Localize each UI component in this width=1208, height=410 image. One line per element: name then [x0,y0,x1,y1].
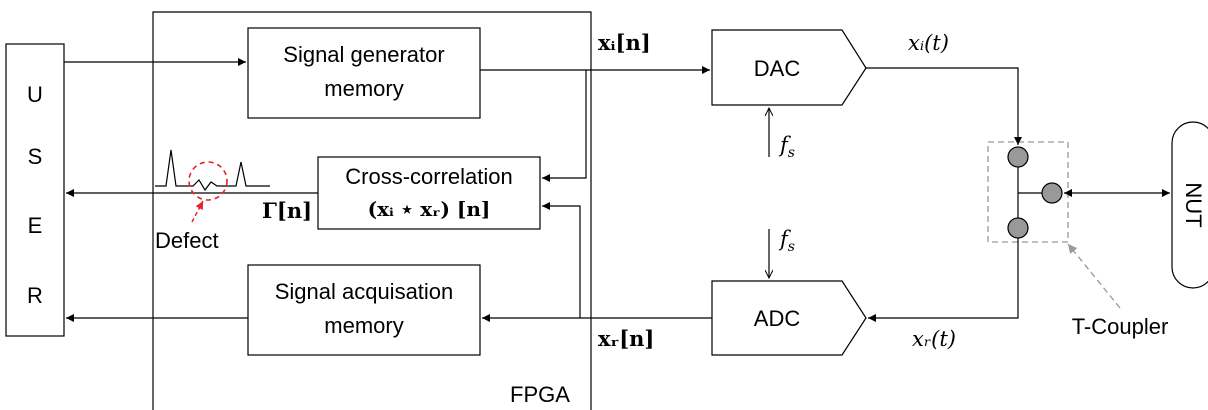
xi-n-label: xᵢ[n] [598,30,651,55]
signal-acquisition-line2: memory [324,313,403,338]
xr-t-label: xᵣ(t) [912,327,956,351]
fpga-boundary: FPGA [152,11,592,410]
signal-acquisition-block: Signal acquisation memory [247,264,481,356]
nut-label: NUT [1181,182,1206,227]
cross-correlation-block: Cross-correlation (xᵢ ⋆ xᵣ) [n] [317,156,541,230]
dac-shape [711,29,867,106]
fs-adc-label: fs [778,227,795,255]
user-letter-u: U [27,82,43,107]
user-block: U S E R [5,43,65,337]
user-box [5,43,65,337]
defect-label: Defect [155,228,219,253]
coupler-port-right [1041,182,1063,204]
defect-highlight-circle [188,161,228,201]
signal-labels: xᵢ[n] xᵣ[n] xᵢ(t) xᵣ(t) fs fs Γ[n] [262,30,956,351]
cross-correlation-box [317,156,541,230]
signal-acquisition-line1: Signal acquisation [275,279,454,304]
coupler-port-bottom [1007,217,1029,239]
fpga-label: FPGA [510,382,570,407]
xi-to-correlation-arrow [542,70,587,182]
xr-n-label: xᵣ[n] [598,326,654,351]
adc-block: ADC [711,280,867,356]
coupler-port-top [1007,146,1029,168]
signal-acquisition-box [247,264,481,356]
adc-label: ADC [754,306,801,331]
defect-pointer-arrow [191,200,204,223]
dac-to-coupler-arrow [866,67,1022,145]
fpga-outline [152,11,592,410]
cross-correlation-line1: Cross-correlation [345,164,513,189]
user-letter-e: E [28,213,43,238]
connections [64,58,1170,322]
signal-generator-block: Signal generator memory [247,27,481,119]
nut-box [1171,121,1208,289]
dac-label: DAC [754,56,801,81]
coupler-pointer-arrow [1067,243,1121,309]
coupler-to-adc-arrow [868,238,1019,322]
xi-t-label: xᵢ(t) [908,31,949,55]
t-coupler: T-Coupler [987,141,1169,339]
user-letter-s: S [28,144,43,169]
nut-block: NUT [1171,121,1208,289]
xr-to-correlation-arrow [542,202,581,318]
reflection-waveform [155,149,270,192]
signal-generator-line1: Signal generator [283,42,444,67]
defect-annotation: Defect [155,149,270,253]
cross-correlation-formula: (xᵢ ⋆ xᵣ) [n] [368,197,491,221]
signal-generator-box [247,27,481,119]
gamma-label: Γ[n] [262,198,312,223]
dac-block: DAC [711,29,867,106]
user-letter-r: R [27,283,43,308]
signal-generator-line2: memory [324,76,403,101]
adc-shape [711,280,867,356]
coupler-label: T-Coupler [1072,314,1169,339]
fs-dac-label: fs [778,133,795,161]
